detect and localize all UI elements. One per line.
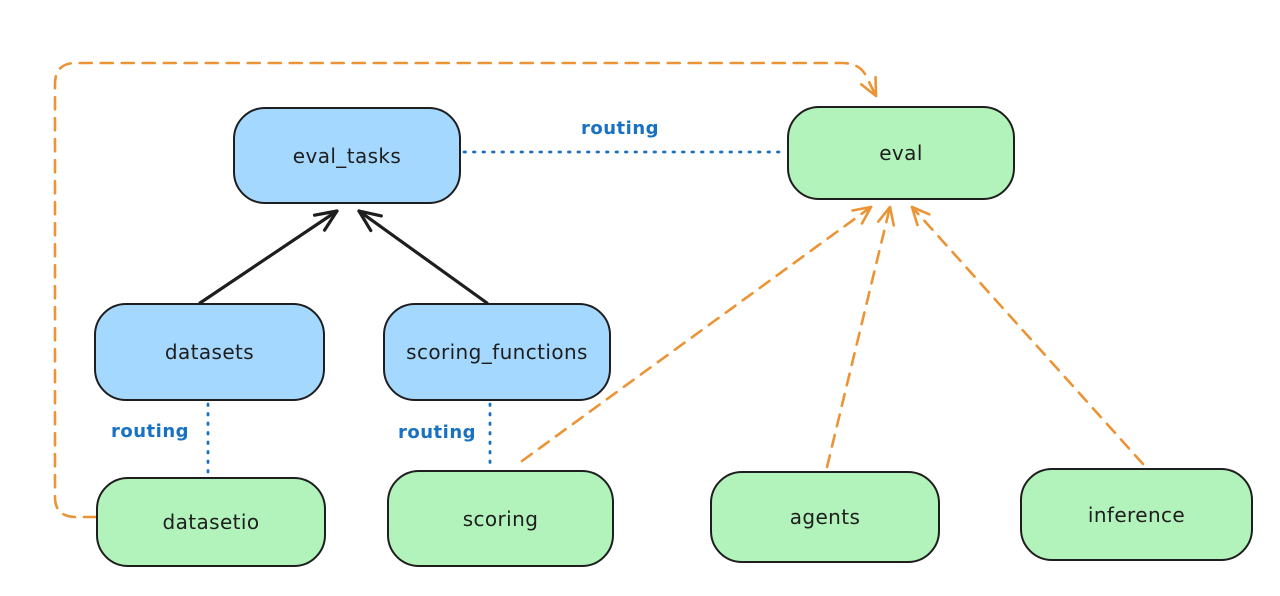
node-datasets: datasets <box>94 303 325 401</box>
node-scoring-functions: scoring_functions <box>383 303 611 401</box>
arrow-agents-to-eval <box>825 205 896 469</box>
node-scoring-functions-label: scoring_functions <box>406 340 588 364</box>
node-eval-tasks: eval_tasks <box>233 107 461 204</box>
node-agents: agents <box>710 471 940 563</box>
node-scoring: scoring <box>387 470 614 567</box>
node-eval: eval <box>787 106 1015 200</box>
node-datasets-label: datasets <box>164 340 255 364</box>
node-inference-label: inference <box>1087 502 1186 527</box>
arrow-inference-to-eval <box>910 205 1145 466</box>
routing-label-datasets-datasetio: routing <box>110 421 190 442</box>
node-agents-label: agents <box>789 505 861 529</box>
node-inference: inference <box>1020 468 1253 561</box>
node-eval-label: eval <box>879 141 923 165</box>
routing-label-eval-tasks-eval: routing <box>580 118 660 139</box>
node-datasetio-label: datasetio <box>162 510 260 534</box>
node-datasetio: datasetio <box>96 477 326 567</box>
node-eval-tasks-label: eval_tasks <box>292 143 402 168</box>
arrow-datasets-to-eval-tasks <box>198 209 339 305</box>
node-scoring-label: scoring <box>462 506 539 531</box>
arrow-datasetio-to-eval <box>53 61 878 519</box>
routing-label-scoring-functions-scoring: routing <box>397 422 477 443</box>
arrow-scoring-functions-to-eval-tasks <box>357 209 489 305</box>
